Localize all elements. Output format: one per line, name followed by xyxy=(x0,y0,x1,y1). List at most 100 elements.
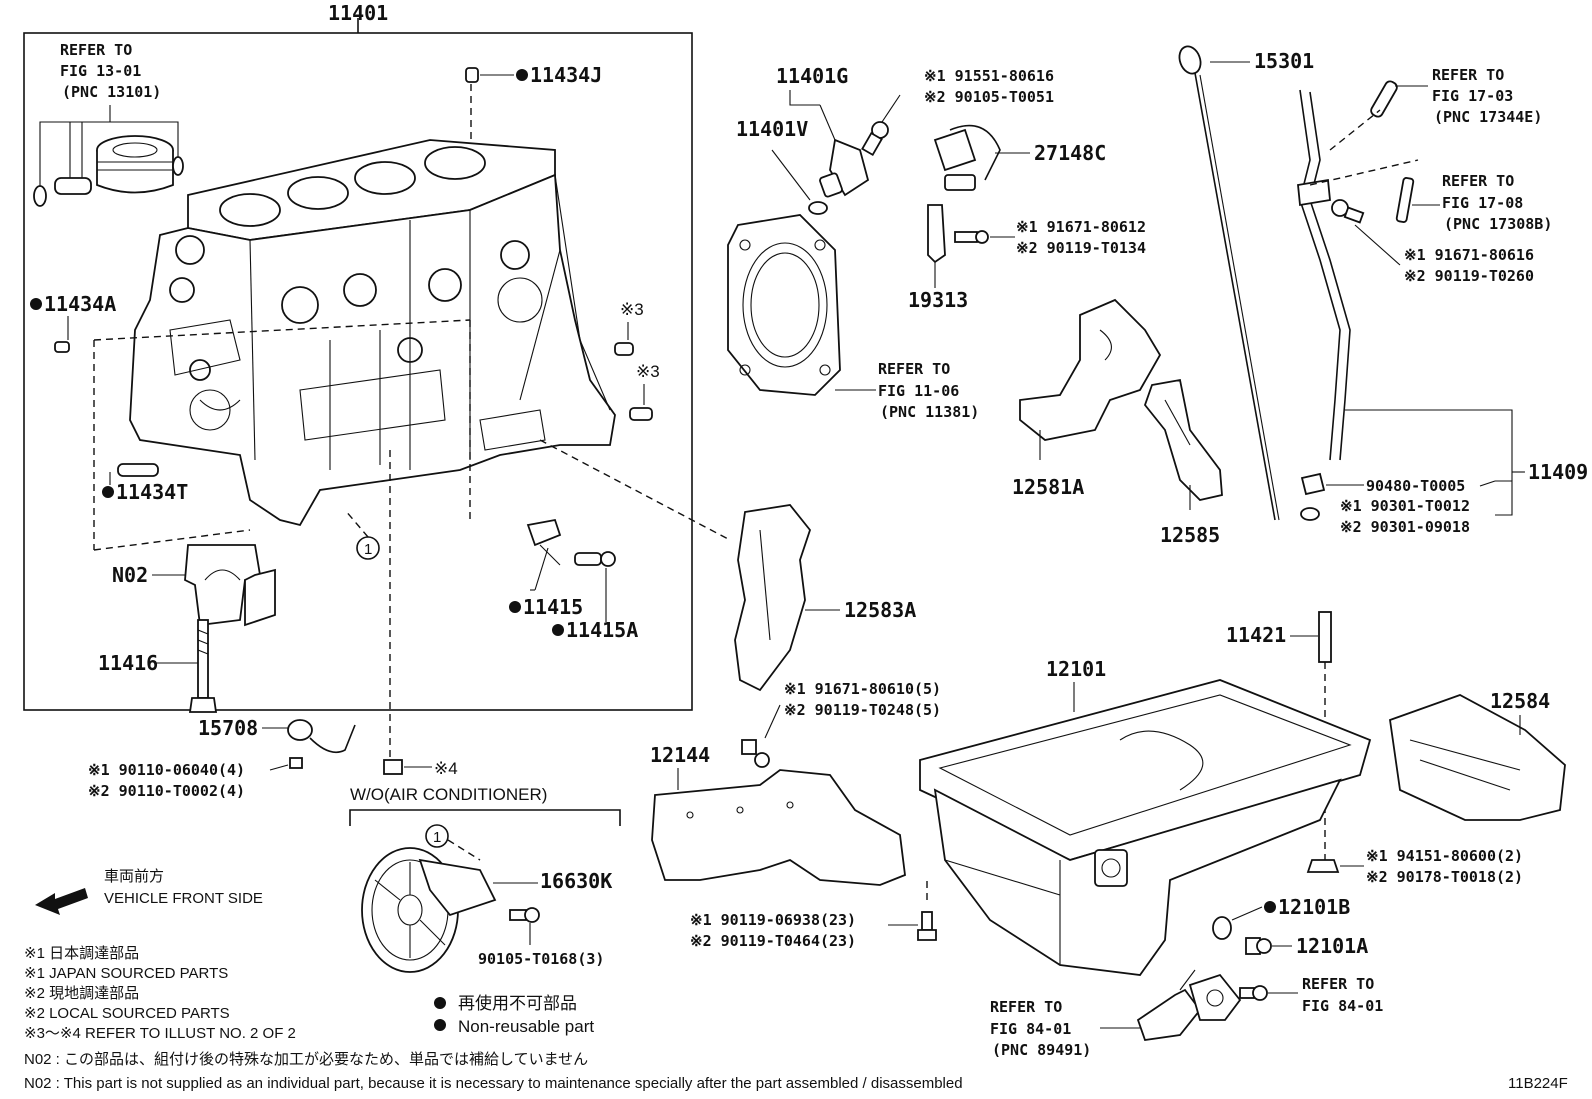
stud-icon xyxy=(614,342,634,356)
part-label-pan-nut1[interactable]: ※1 94151-80600(2) xyxy=(1366,847,1523,865)
drain-plug-icon xyxy=(1245,937,1272,955)
oil-seal-retainer-icon xyxy=(727,214,841,396)
legend-note-5: ※3～※4 REFER TO ILLUST NO. 2 OF 2 xyxy=(24,1025,296,1042)
part-label-12583A[interactable]: 12583A xyxy=(844,598,916,622)
part-label-12144-b1[interactable]: ※1 90119-06938(23) xyxy=(690,911,856,929)
part-label-90480[interactable]: 90480-T0005 xyxy=(1366,477,1465,495)
refer-fig-11-06-l1[interactable]: REFER TO xyxy=(878,360,950,378)
part-label-11415[interactable]: 11415 xyxy=(523,595,583,619)
part-label-11401V[interactable]: 11401V xyxy=(736,117,808,141)
part-label-12144-b2[interactable]: ※2 90119-T0464(23) xyxy=(690,932,856,950)
callout-circle-1b xyxy=(425,824,449,848)
dipstick-icon xyxy=(1178,45,1280,521)
refer-fig-17-03-l2[interactable]: FIG 17-03 xyxy=(1432,87,1513,105)
non-reusable-dot-icon xyxy=(516,69,528,81)
part-label-16630K-bolt[interactable]: 90105-T0168(3) xyxy=(478,950,604,968)
refer-fig-17-08-l3[interactable]: (PNC 17308B) xyxy=(1444,215,1552,233)
part-label-15708[interactable]: 15708 xyxy=(198,716,258,740)
non-reusable-dot-icon xyxy=(509,601,521,613)
refer-fig-84-01b-l1[interactable]: REFER TO xyxy=(1302,975,1374,993)
part-label-90301-1[interactable]: ※1 90301-T0012 xyxy=(1340,497,1470,515)
part-label-11434J[interactable]: 11434J xyxy=(530,63,602,87)
oil-jet-icon xyxy=(526,518,616,567)
part-label-19313[interactable]: 19313 xyxy=(908,288,968,312)
stud-icon xyxy=(629,407,653,421)
part-label-12585[interactable]: 12585 xyxy=(1160,523,1220,547)
non-reusable-dot-icon xyxy=(434,1019,446,1031)
part-label-15301[interactable]: 15301 xyxy=(1254,49,1314,73)
part-label-11401[interactable]: 11401 xyxy=(328,1,388,25)
legend-note-1: ※1 日本調達部品 xyxy=(24,945,139,962)
cap-bolt-icon xyxy=(188,619,218,713)
part-label-11409[interactable]: 11409 xyxy=(1528,460,1588,484)
part-label-90301-2[interactable]: ※2 90301-09018 xyxy=(1340,518,1470,536)
part-label-11434T[interactable]: 11434T xyxy=(116,480,188,504)
wo-air-conditioner-label[interactable]: W/O(AIR CONDITIONER) xyxy=(350,785,547,804)
part-label-tube-b1[interactable]: ※1 91671-80616 xyxy=(1404,246,1534,264)
part-label-12101[interactable]: 12101 xyxy=(1046,657,1106,681)
non-reusable-jp: 再使用不可部品 xyxy=(458,993,577,1013)
guide-tube-icon xyxy=(1297,89,1351,461)
part-label-15708-b2[interactable]: ※2 90110-T0002(4) xyxy=(88,782,245,800)
part-label-11415A[interactable]: 11415A xyxy=(566,618,638,642)
non-reusable-dot-icon xyxy=(30,298,42,310)
part-label-15708-b1[interactable]: ※1 90110-06040(4) xyxy=(88,761,245,779)
dowel-pin-icon xyxy=(54,341,70,353)
stud-icon xyxy=(1318,611,1332,663)
vehicle-front-jp: 車両前方 xyxy=(104,868,164,885)
note-mark-4[interactable]: ※4 xyxy=(434,759,458,778)
refer-fig-11-06-l3[interactable]: (PNC 11381) xyxy=(880,403,979,421)
note-mark-3b[interactable]: ※3 xyxy=(636,362,660,381)
non-reusable-dot-icon xyxy=(102,486,114,498)
part-label-11401G[interactable]: 11401G xyxy=(776,64,848,88)
part-label-12584[interactable]: 12584 xyxy=(1490,689,1550,713)
hose-icon xyxy=(1370,80,1398,118)
bolt-icon xyxy=(741,739,770,768)
part-label-27148C[interactable]: 27148C xyxy=(1034,141,1106,165)
part-label-12583A-b1[interactable]: ※1 91671-80610(5) xyxy=(784,680,941,698)
note-mark-3a[interactable]: ※3 xyxy=(620,300,644,319)
part-label-N02[interactable]: N02 xyxy=(112,563,148,587)
refer-fig-84-01b-l2[interactable]: FIG 84-01 xyxy=(1302,997,1383,1015)
refer-fig-17-03-l1[interactable]: REFER TO xyxy=(1432,66,1504,84)
part-label-19313-b2[interactable]: ※2 90119-T0134 xyxy=(1016,239,1146,257)
bolt-icon xyxy=(509,907,540,923)
refer-fig-17-08-l2[interactable]: FIG 17-08 xyxy=(1442,194,1523,212)
part-label-12583A-b2[interactable]: ※2 90119-T0248(5) xyxy=(784,701,941,719)
breather-hose-icon xyxy=(287,719,356,754)
bolt-icon xyxy=(383,759,403,775)
refer-fig-84-01a-l3[interactable]: (PNC 89491) xyxy=(992,1041,1091,1059)
insulator-icon xyxy=(1143,378,1223,501)
part-label-12581A[interactable]: 12581A xyxy=(1012,475,1084,499)
refer-fig-13-01-l3[interactable]: (PNC 13101) xyxy=(62,83,161,101)
part-label-12101B[interactable]: 12101B xyxy=(1278,895,1350,919)
oil-pan-icon xyxy=(919,679,1372,976)
o-ring-icon xyxy=(1300,507,1320,521)
part-label-11416[interactable]: 11416 xyxy=(98,651,158,675)
non-reusable-dot-icon xyxy=(1264,901,1276,913)
part-label-11401G-b2[interactable]: ※2 90105-T0051 xyxy=(924,88,1054,106)
refer-fig-84-01a-l2[interactable]: FIG 84-01 xyxy=(990,1020,1071,1038)
n02-note-en: N02 : This part is not supplied as an in… xyxy=(24,1075,963,1092)
refer-fig-17-03-l3[interactable]: (PNC 17344E) xyxy=(1434,108,1542,126)
part-label-11421[interactable]: 11421 xyxy=(1226,623,1286,647)
refer-fig-13-01-l2[interactable]: FIG 13-01 xyxy=(60,62,141,80)
refer-fig-11-06-l2[interactable]: FIG 11-06 xyxy=(878,382,959,400)
part-label-11434A[interactable]: 11434A xyxy=(44,292,116,316)
refer-fig-84-01a-l1[interactable]: REFER TO xyxy=(990,998,1062,1016)
part-label-12101A[interactable]: 12101A xyxy=(1296,934,1368,958)
callout-1b-text: 1 xyxy=(433,829,441,846)
part-label-tube-b2[interactable]: ※2 90119-T0260 xyxy=(1404,267,1534,285)
part-label-pan-nut2[interactable]: ※2 90178-T0018(2) xyxy=(1366,868,1523,886)
part-label-19313-b1[interactable]: ※1 91671-80612 xyxy=(1016,218,1146,236)
part-label-12144[interactable]: 12144 xyxy=(650,743,710,767)
o-ring-icon xyxy=(808,201,828,215)
part-label-11401G-b1[interactable]: ※1 91551-80616 xyxy=(924,67,1054,85)
refer-fig-13-01-l1[interactable]: REFER TO xyxy=(60,41,132,59)
refer-fig-17-08-l1[interactable]: REFER TO xyxy=(1442,172,1514,190)
insulator-icon xyxy=(734,504,812,692)
sensor-icon xyxy=(819,138,870,198)
arrow-left-icon xyxy=(35,888,88,915)
part-label-16630K[interactable]: 16630K xyxy=(540,869,612,893)
n02-note-jp: N02 : この部品は、組付け後の特殊な加工が必要なため、単品では補給していませ… xyxy=(24,1051,588,1068)
